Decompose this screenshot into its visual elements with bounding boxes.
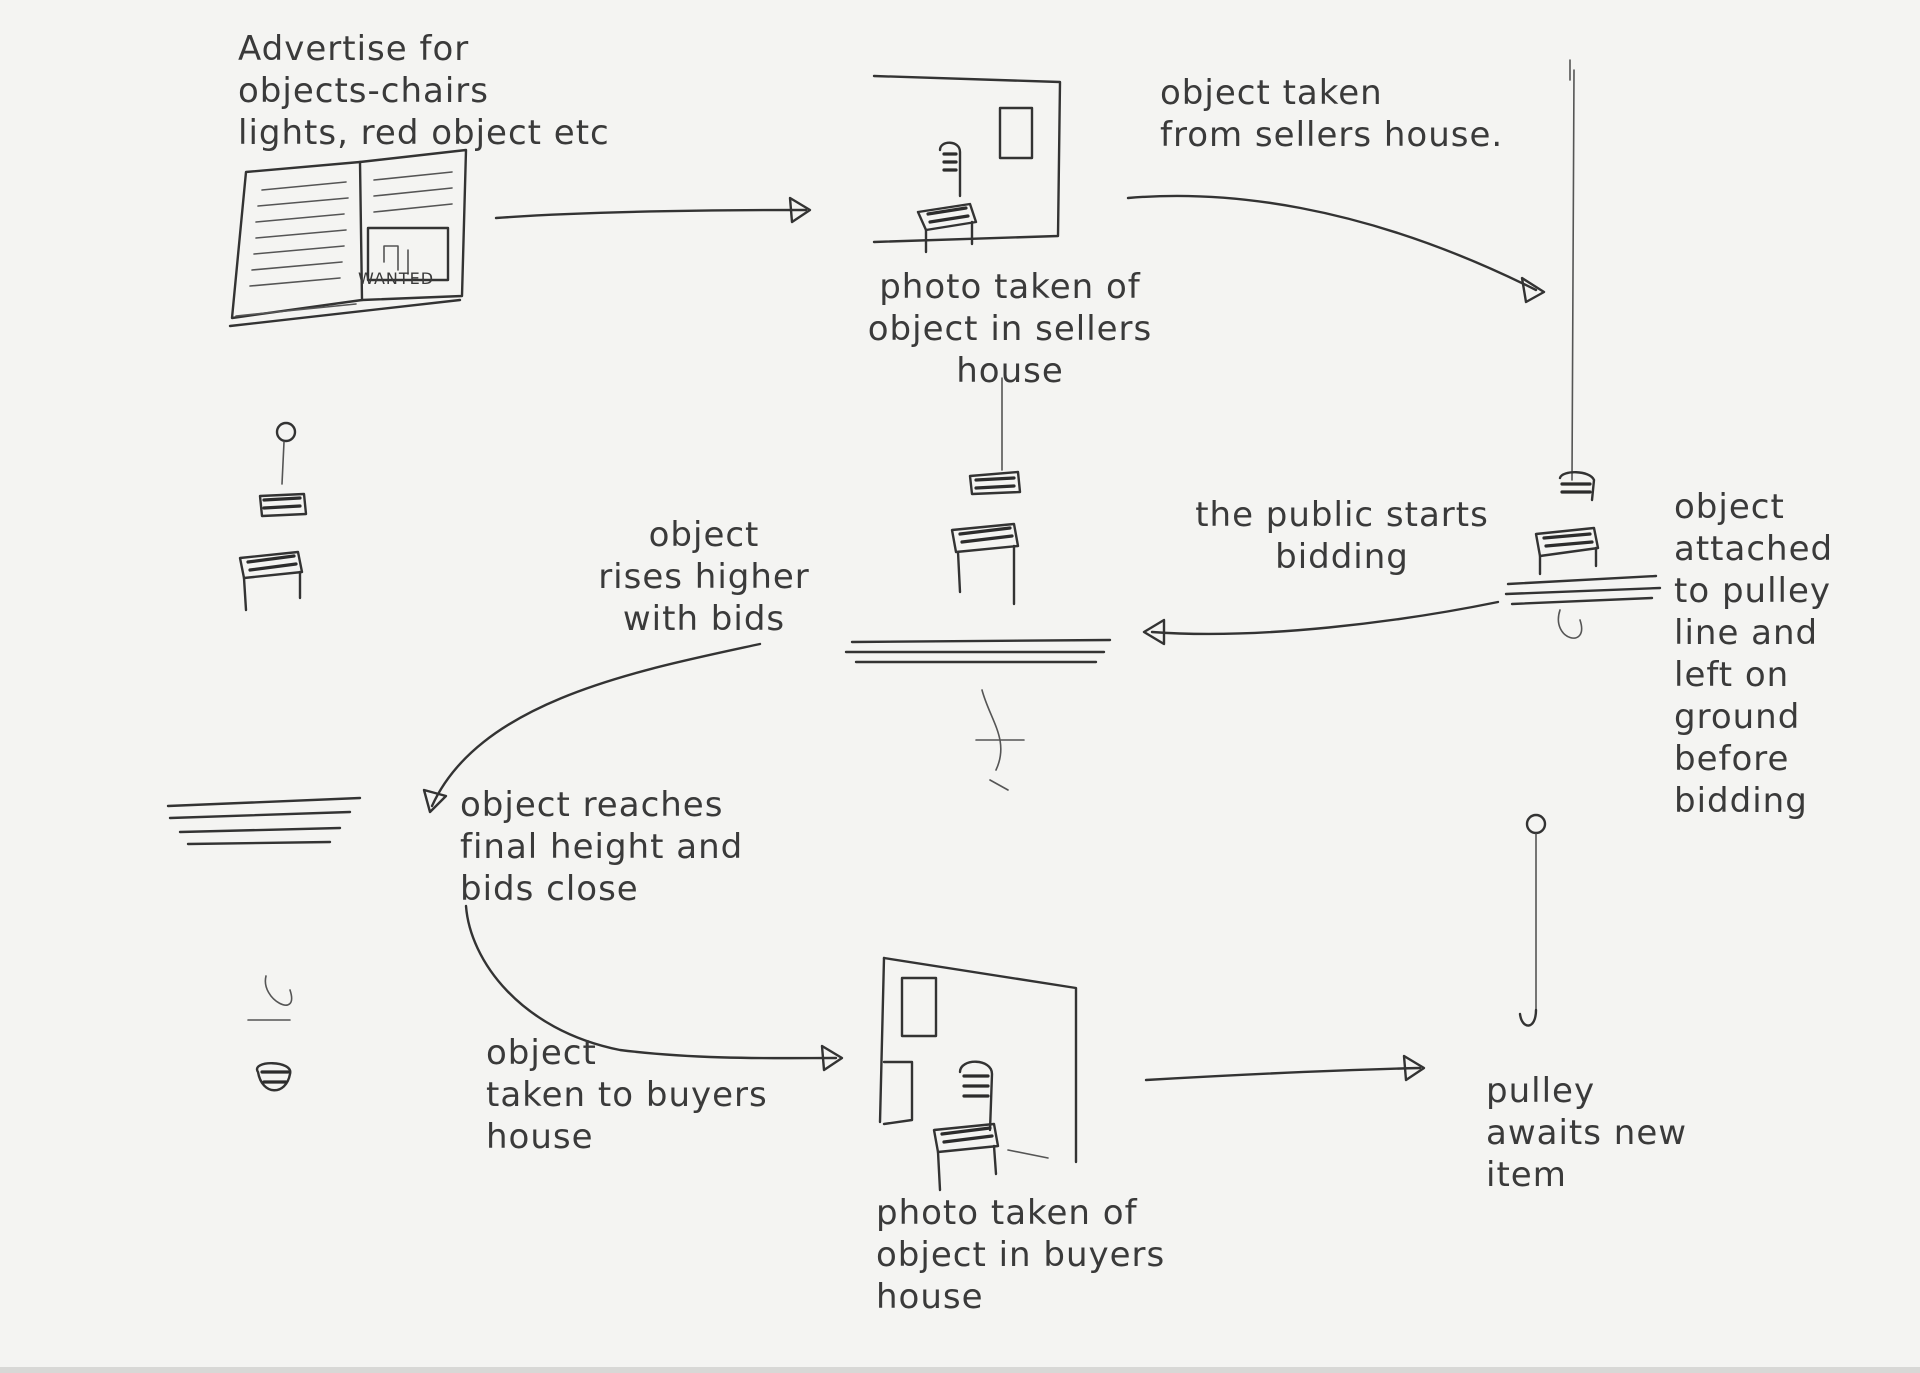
note-photo-seller-house: photo taken of object in sellers house: [867, 267, 1153, 391]
arrow-to-pulley: [1126, 194, 1546, 304]
chair-rising-sketch: [844, 470, 1112, 791]
note-wanted: WANTED: [358, 269, 435, 288]
note-taken-to-buyer: object taken to buyers house: [486, 1033, 768, 1157]
pulley-line-right: [1569, 59, 1575, 481]
chair-on-ground-sketch: [1504, 471, 1662, 639]
note-final-height: object reaches final height and bids clo…: [460, 785, 744, 909]
seller-photo-sketch: [872, 74, 1062, 254]
note-pulley-awaits: pulley awaits new item: [1486, 1071, 1688, 1195]
arrow-to-final-height: [422, 642, 762, 814]
buyer-photo-sketch: [878, 956, 1078, 1192]
empty-pulley-sketch: [1518, 813, 1547, 1027]
note-advertise: Advertise for objects-chairs lights, red…: [238, 29, 610, 153]
arrow-to-pulley-awaits: [1144, 1054, 1426, 1082]
chair-final-height-sketch: [238, 421, 308, 612]
note-photo-buyer-house: photo taken of object in buyers house: [876, 1193, 1166, 1317]
newspaper-sketch: [228, 148, 468, 328]
arrow-bidding: [1142, 600, 1500, 646]
arrow-to-buyer-photo: [464, 904, 844, 1072]
note-public-bidding: the public starts bidding: [1195, 495, 1489, 577]
arrow-to-seller-photo: [494, 196, 812, 224]
note-attached-to-pulley: object attached to pulley line and left …: [1674, 487, 1834, 821]
note-rises-with-bids: object rises higher with bids: [598, 515, 810, 639]
chair-below-ground-sketch: [247, 975, 293, 1092]
note-taken-from-seller: object taken from sellers house.: [1160, 73, 1504, 155]
ground-lines-left: [166, 796, 362, 846]
